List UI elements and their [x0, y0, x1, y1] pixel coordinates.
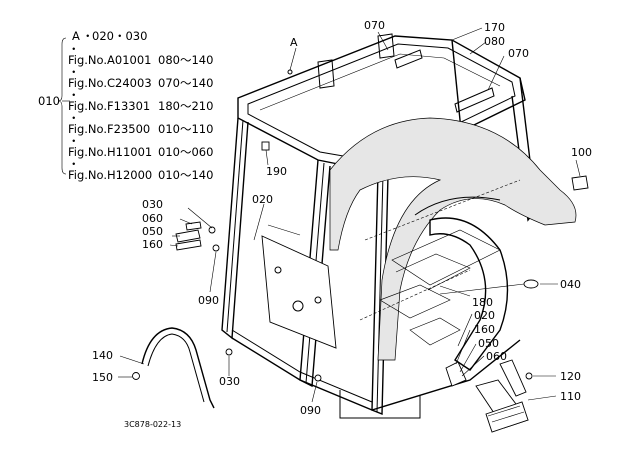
- label-120: 120: [560, 370, 581, 383]
- bullet-4: ・: [68, 111, 80, 125]
- ref-fig-5: Fig.No.H11001: [68, 145, 152, 159]
- ref-fig-4: Fig.No.F23500: [68, 122, 150, 136]
- diagram-code: 3C878-022-13: [124, 420, 181, 429]
- ref-fig-2: Fig.No.C24003: [68, 76, 152, 90]
- label-060-right: 060: [486, 350, 507, 363]
- cab-frame: [221, 33, 577, 419]
- label-030-left: 030: [142, 198, 163, 211]
- ref-range-1: 080～140: [158, 53, 213, 67]
- group-bullet: ・: [82, 29, 94, 43]
- label-110: 110: [560, 390, 581, 403]
- label-170: 170: [484, 21, 505, 34]
- label-050-right: 050: [478, 337, 499, 350]
- ref-fig-3: Fig.No.F13301: [68, 99, 150, 113]
- bullet-1: ・: [68, 42, 80, 56]
- label-090-left: 090: [198, 294, 219, 307]
- label-060-left: 060: [142, 212, 163, 225]
- label-150: 150: [92, 371, 113, 384]
- label-160-left: 160: [142, 238, 163, 251]
- ref-range-6: 010～140: [158, 168, 213, 182]
- leader-lines: [118, 27, 581, 403]
- bullet-3: ・: [68, 88, 80, 102]
- reference-list: 010 A ・ 020・030 ・ Fig.No.A01001 080～140 …: [38, 29, 213, 182]
- bullet-6: ・: [68, 157, 80, 171]
- bullet-2: ・: [68, 65, 80, 79]
- label-090-bottom: 090: [300, 404, 321, 417]
- loose-parts: [132, 141, 589, 433]
- ref-fig-6: Fig.No.H12000: [68, 168, 152, 182]
- label-050-left: 050: [142, 225, 163, 238]
- group-range: 020・030: [92, 29, 147, 43]
- group-letter: A: [72, 29, 80, 43]
- bullet-5: ・: [68, 134, 80, 148]
- label-020-top: 020: [252, 193, 273, 206]
- label-190: 190: [266, 165, 287, 178]
- ref-range-2: 070～140: [158, 76, 213, 90]
- ref-range-5: 010～060: [158, 145, 213, 159]
- callout-010: 010: [38, 94, 60, 108]
- label-160-right: 160: [474, 323, 495, 336]
- ref-range-4: 010～110: [158, 122, 213, 136]
- label-070-right: 070: [508, 47, 529, 60]
- ref-range-3: 180～210: [158, 99, 213, 113]
- callout-labels: A 070 170 080 070 190 100 020 030 060 05…: [92, 19, 592, 417]
- label-140: 140: [92, 349, 113, 362]
- label-070-top: 070: [364, 19, 385, 32]
- label-020-right: 020: [474, 309, 495, 322]
- label-080: 080: [484, 35, 505, 48]
- label-a: A: [290, 36, 298, 49]
- label-040: 040: [560, 278, 581, 291]
- label-100: 100: [571, 146, 592, 159]
- ref-fig-1: Fig.No.A01001: [68, 53, 151, 67]
- label-180: 180: [472, 296, 493, 309]
- label-030-bottom: 030: [219, 375, 240, 388]
